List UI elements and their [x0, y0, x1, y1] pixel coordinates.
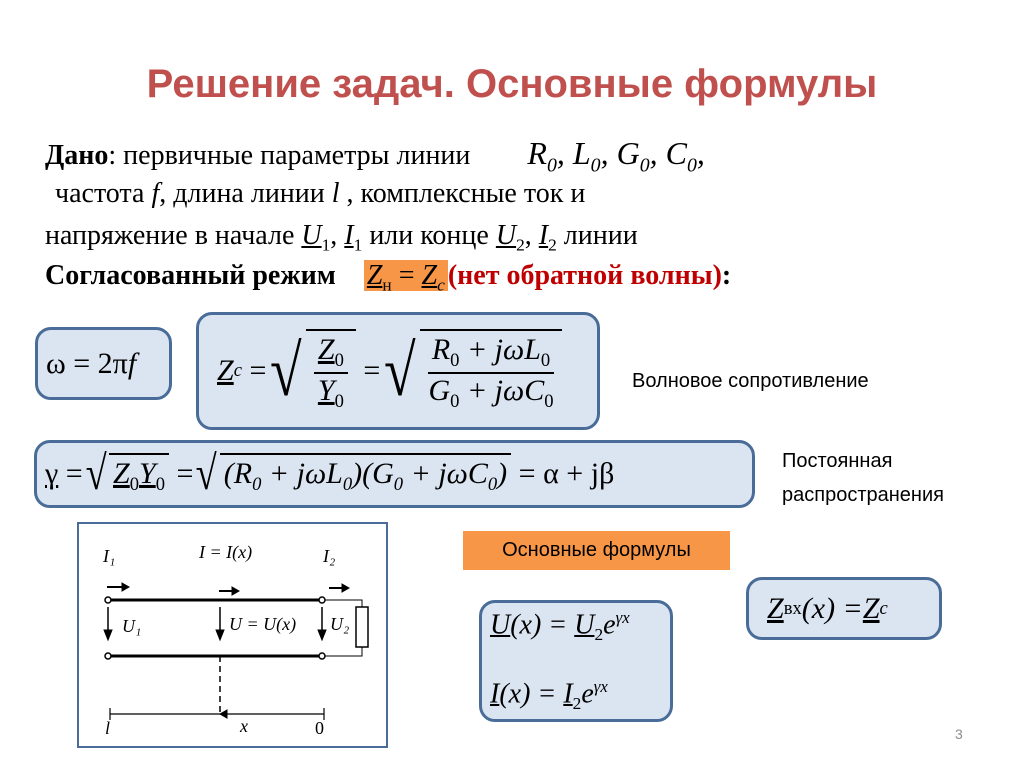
wave-impedance-label: Волновое сопротивление: [632, 370, 869, 392]
matched-condition-highlight: Zн = Zc: [363, 260, 448, 295]
voltage-current-formula-box: U(x) = U2eγx I(x) = I2eγx: [479, 600, 673, 722]
basic-formulas-label: Основные формулы: [463, 531, 730, 570]
matched-mode-line: Согласованный режим Zн = Zc(нет обратной…: [45, 260, 732, 295]
label-x: x: [239, 716, 248, 736]
label-l: l: [105, 718, 110, 738]
given-line-1: Дано: первичные параметры линии R0, L0, …: [45, 135, 705, 177]
label-i2: I₂: [322, 546, 335, 566]
label-i1: I₁: [102, 546, 115, 566]
label-zero: 0: [315, 718, 324, 738]
slide-title: Решение задач. Основные формулы: [146, 62, 878, 106]
label-u2: U₂: [330, 614, 349, 634]
transmission-line-diagram: I₁ I = I(x) I₂ U₁ U = U(x) U₂ l x 0: [77, 522, 388, 748]
propagation-constant-formula-box: γ = √Z0Y0 = √(R0 + jωL0)(G0 + jωC0) = α …: [34, 440, 755, 508]
given-line-3: напряжение в начале U1, I1 или конце U2,…: [45, 220, 638, 255]
no-reflection-note: (нет обратной волны): [447, 260, 722, 291]
label-u-mid: U = U(x): [229, 614, 296, 635]
page-number: 3: [955, 726, 963, 742]
given-text: : первичные параметры линии: [108, 140, 471, 171]
label-i-mid: I = I(x): [198, 542, 252, 563]
primary-params: R0, L0, G0, C0,: [527, 135, 705, 177]
given-label: Дано: [45, 140, 109, 171]
load-resistor: [355, 606, 369, 648]
given-line-2: частота f, длина линии l , комплексные т…: [55, 178, 586, 209]
label-u1: U₁: [122, 616, 141, 636]
